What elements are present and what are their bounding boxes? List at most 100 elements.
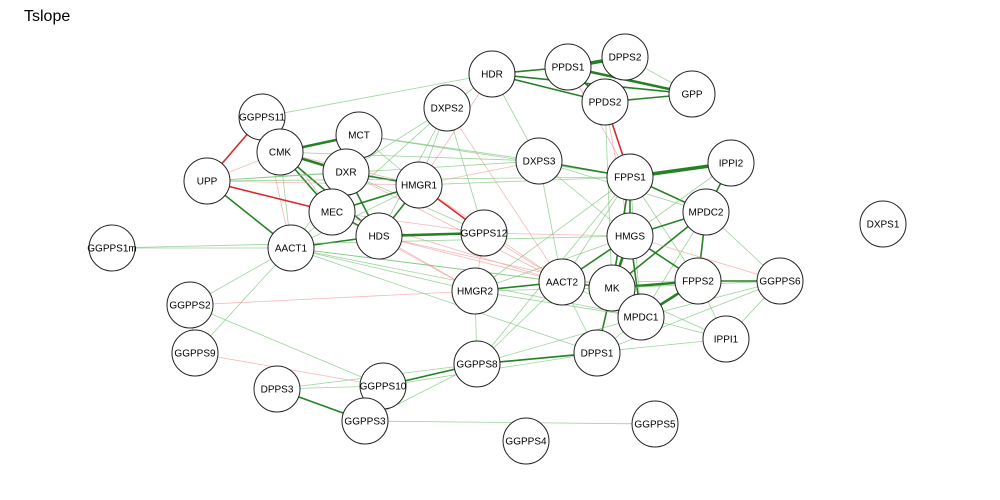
node-IPPI1: IPPI1 — [702, 315, 750, 363]
node-label: GGPPS8 — [456, 360, 498, 371]
node-circle — [702, 315, 750, 363]
node-circle — [707, 139, 755, 187]
node-label: PPDS2 — [589, 98, 622, 109]
node-label: GPP — [681, 90, 702, 101]
edge-GGPPS2-GGPPS10 — [189, 304, 384, 387]
node-circle — [668, 70, 716, 118]
node-label: IPPI1 — [714, 335, 739, 346]
node-HDS: HDS — [355, 212, 403, 260]
node-CMK: CMK — [256, 128, 304, 176]
edge-GGPPS3-GGPPS5 — [364, 420, 656, 425]
node-PPDS1: PPDS1 — [544, 43, 592, 91]
edge-AACT1-GGPPS9 — [194, 247, 292, 354]
edge-UPP-DXPS3 — [206, 160, 540, 182]
node-DPPS1: DPPS1 — [573, 329, 621, 377]
node-DXPS2: DXPS2 — [423, 84, 471, 132]
edge-DXPS2-AACT2 — [446, 107, 563, 283]
node-GGPPS5: GGPPS5 — [631, 400, 679, 448]
edge-FPPS1-HMGR2 — [474, 176, 631, 292]
edge-MCT-FPPS1 — [358, 134, 631, 178]
node-GGPPS6: GGPPS6 — [756, 257, 804, 305]
node-circle — [515, 137, 563, 185]
node-label: HDR — [481, 70, 503, 81]
node-label: HDS — [368, 232, 389, 243]
node-label: GGPPS11 — [239, 113, 285, 124]
node-label: DXPS2 — [431, 104, 464, 115]
node-circle — [756, 257, 804, 305]
node-HDR: HDR — [468, 50, 516, 98]
node-circle — [453, 340, 501, 388]
node-label: HMGR2 — [457, 287, 494, 298]
node-GGPPS4: GGPPS4 — [502, 417, 550, 465]
node-circle — [355, 212, 403, 260]
edge-UPP-HMGR1 — [206, 180, 420, 186]
edge-AACT1-DPPS1 — [290, 247, 598, 354]
edge-HMGS-GGPPS6 — [629, 235, 781, 282]
node-circle — [171, 329, 219, 377]
node-GGPPS3: GGPPS3 — [341, 397, 389, 445]
node-DXR: DXR — [322, 148, 370, 196]
node-label: MCT — [348, 131, 370, 142]
node-MK: MK — [588, 264, 636, 312]
node-circle — [581, 78, 629, 126]
node-circle — [256, 128, 304, 176]
node-label: HMGR1 — [401, 181, 438, 192]
node-circle — [631, 400, 679, 448]
edge-DXR-AACT2 — [345, 171, 563, 283]
node-GGPPS9: GGPPS9 — [171, 329, 219, 377]
node-circle — [166, 281, 214, 329]
node-GGPPS2: GGPPS2 — [166, 281, 214, 329]
node-circle — [267, 224, 315, 272]
node-label: GGPPS6 — [759, 277, 801, 288]
node-HMGS: HMGS — [606, 212, 654, 260]
node-circle — [601, 33, 649, 81]
node-circle — [460, 209, 508, 257]
edge-GGPPS12-HMGS — [483, 232, 631, 237]
node-label: GGPPS12 — [461, 229, 508, 240]
edge-GGPPS11-HDR — [261, 73, 493, 118]
node-label: PPDS1 — [552, 63, 585, 74]
node-circle — [606, 212, 654, 260]
node-PPDS2: PPDS2 — [581, 78, 629, 126]
node-circle — [341, 397, 389, 445]
node-label: GGPPS4 — [505, 437, 547, 448]
node-label: HMGS — [615, 232, 645, 243]
node-MEC: MEC — [308, 188, 356, 236]
node-label: MEC — [321, 208, 343, 219]
node-UPP: UPP — [183, 157, 231, 205]
node-circle — [183, 157, 231, 205]
node-label: IPPI2 — [719, 159, 744, 170]
node-circle — [253, 365, 301, 413]
node-label: MPDC1 — [623, 313, 658, 324]
node-FPPS2: FPPS2 — [674, 257, 722, 305]
node-circle — [606, 153, 654, 201]
node-circle — [588, 264, 636, 312]
edge-HDS-AACT2 — [378, 235, 563, 283]
node-AACT1: AACT1 — [267, 224, 315, 272]
node-label: DPPS2 — [609, 53, 642, 64]
node-label: GGPPS3 — [344, 417, 386, 428]
node-label: MK — [605, 284, 620, 295]
node-circle — [468, 50, 516, 98]
node-circle — [682, 188, 730, 236]
node-label: DXPS1 — [867, 220, 900, 231]
node-label: GGPPS9 — [174, 349, 216, 360]
node-label: FPPS2 — [682, 277, 714, 288]
node-circle — [617, 293, 665, 341]
node-GGPPS1m: GGPPS1m — [87, 224, 137, 272]
node-label: DPPS3 — [261, 385, 294, 396]
node-label: MPDC2 — [688, 208, 723, 219]
node-MPDC1: MPDC1 — [617, 293, 665, 341]
node-DPPS3: DPPS3 — [253, 365, 301, 413]
node-label: GGPPS2 — [169, 301, 211, 312]
node-AACT2: AACT2 — [538, 258, 586, 306]
node-circle — [502, 417, 550, 465]
edge-CMK-DXPS3 — [279, 151, 540, 162]
node-label: AACT2 — [546, 278, 579, 289]
node-label: GGPPS1m — [87, 244, 136, 255]
node-IPPI2: IPPI2 — [707, 139, 755, 187]
node-GGPPS8: GGPPS8 — [453, 340, 501, 388]
edge-GGPPS2-HMGR2 — [189, 290, 476, 306]
node-circle — [674, 257, 722, 305]
